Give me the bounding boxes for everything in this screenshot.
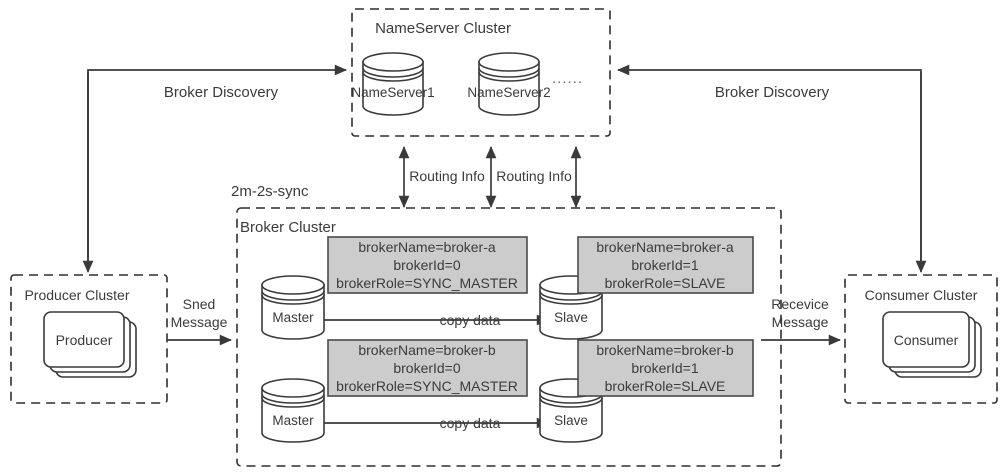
broker-discovery-left-edge: Broker Discovery [82,64,347,273]
nameserver2-label: NameServer2 [467,85,550,100]
copy-data-label-row1: copy data [440,312,501,328]
broker-master-name: brokerName=broker-b [358,342,496,358]
routing-info-label-left: Routing Info [409,168,485,184]
send-message-label-line2: Message [171,314,228,330]
broker-slave-name: brokerName=broker-a [596,239,734,255]
copy-data-arrow-row2 [318,400,549,429]
broker-cluster-label: Broker Cluster [240,219,336,236]
consumer-card-front [882,311,970,368]
broker-master-node[interactable]: Master [261,275,325,340]
consumer-cluster: Consumer Cluster Consumer [844,274,998,404]
receive-message-label-line2: Message [772,314,829,330]
broker-slave-id: brokerId=1 [631,360,699,376]
broker-slave-role: brokerRole=SLAVE [605,378,726,394]
broker-master-role: brokerRole=SYNC_MASTER [336,378,518,394]
nameserver1-label: NameServer1 [351,85,434,100]
broker-slave-label: Slave [554,413,588,428]
broker-master-info-bg [327,339,528,397]
broker-slave-info-bg [577,339,754,397]
producer-cluster-label: Producer Cluster [24,287,129,303]
broker-master-info-box: brokerName=broker-b brokerId=0 brokerRol… [327,339,528,397]
broker-slave-label: Slave [554,310,588,325]
copy-data-label-row2: copy data [440,415,501,431]
copy-data-arrow-row1 [318,297,549,326]
producer-label: Producer [56,332,113,348]
producer-cluster: Producer Cluster Producer [10,274,168,404]
producer-cluster-boundary [10,274,168,404]
broker-slave-info-box: brokerName=broker-b brokerId=1 brokerRol… [577,339,754,397]
broker-cluster-boundary [236,207,782,467]
broker-discovery-left-label: Broker Discovery [164,84,279,101]
receive-message-edge: Recevice Message [761,296,841,346]
broker-discovery-right-edge: Broker Discovery [617,64,927,273]
broker-row: copy data Master Slave brokerName=broker… [261,339,754,443]
nameserver-cluster: NameServer Cluster NameServer1 NameServe… [351,8,611,137]
nameserver1-node[interactable]: NameServer1 [351,52,435,116]
nameserver-cluster-boundary [351,8,611,137]
nameserver-ellipsis: ...... [552,70,583,87]
broker-discovery-right-label: Broker Discovery [715,84,830,101]
broker-master-role: brokerRole=SYNC_MASTER [336,275,518,291]
nameserver-cluster-label: NameServer Cluster [375,20,511,37]
producer-card-front [43,311,125,368]
consumer-node-stack[interactable]: Consumer [882,311,982,378]
send-message-edge: Sned Message [167,296,232,346]
consumer-cluster-boundary [844,274,998,404]
broker-master-info-box: brokerName=broker-a brokerId=0 brokerRol… [327,236,528,294]
broker-master-id: brokerId=0 [393,257,461,273]
broker-slave-id: brokerId=1 [631,257,699,273]
sync-mode-annotation: 2m-2s-sync [231,183,309,200]
broker-master-info-bg [327,236,528,294]
broker-slave-info-box: brokerName=broker-a brokerId=1 brokerRol… [577,236,754,294]
consumer-cluster-label: Consumer Cluster [865,287,978,303]
broker-slave-info-bg [577,236,754,294]
broker-master-id: brokerId=0 [393,360,461,376]
send-message-label-line1: Sned [183,296,216,312]
receive-message-label-line1: Recevice [771,296,829,312]
broker-row: copy data Master Slave brokerName=br [261,236,754,340]
consumer-label: Consumer [894,332,959,348]
broker-cluster: Broker Cluster copy data Master Slave [236,207,782,467]
broker-master-node[interactable]: Master [261,378,325,443]
nameserver2-node[interactable]: NameServer2 [467,52,551,116]
broker-slave-name: brokerName=broker-b [596,342,734,358]
routing-info-label-right: Routing Info [496,168,572,184]
broker-master-label: Master [272,413,314,428]
broker-master-label: Master [272,310,314,325]
producer-node-stack[interactable]: Producer [43,311,137,378]
broker-slave-role: brokerRole=SLAVE [605,275,726,291]
routing-info-edges: Routing Info Routing Info [398,146,582,208]
broker-master-name: brokerName=broker-a [358,239,496,255]
